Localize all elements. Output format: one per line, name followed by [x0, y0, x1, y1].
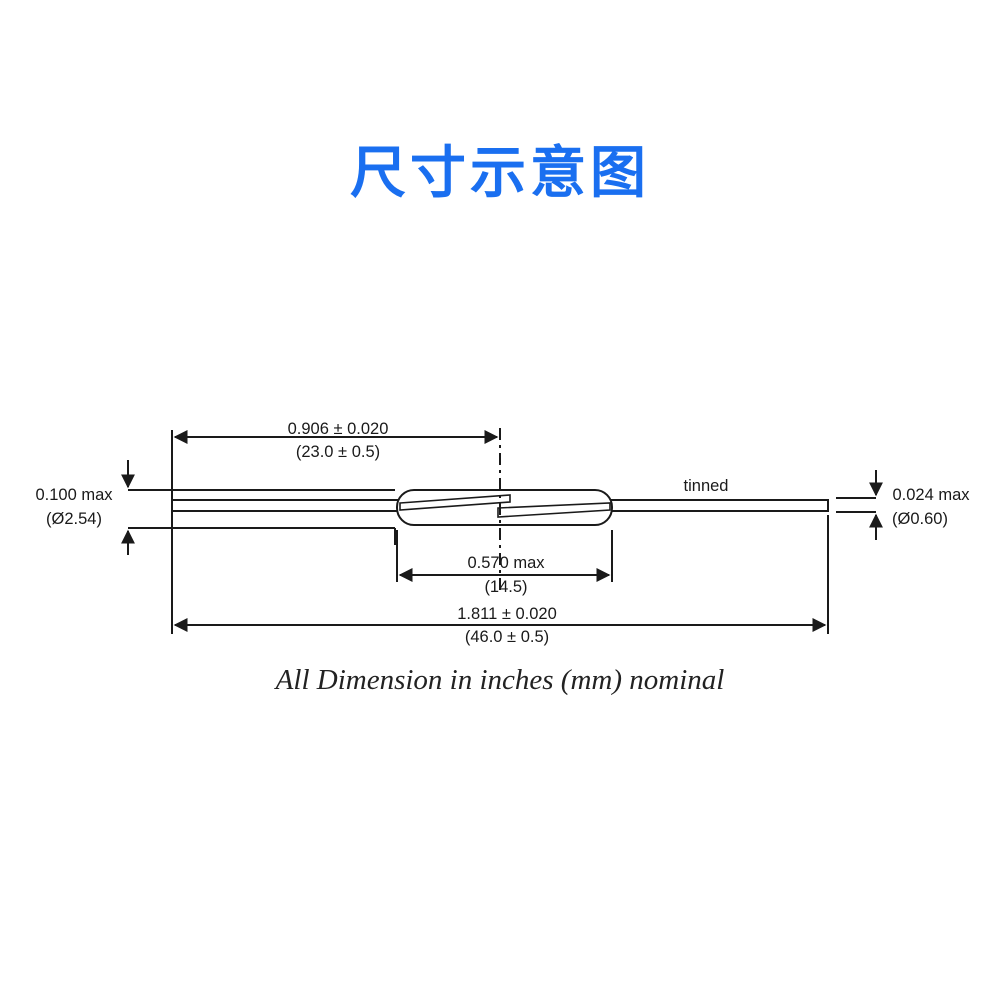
glass-diameter-mm: (Ø2.54) — [46, 510, 102, 528]
page-title: 尺寸示意图 — [350, 141, 650, 206]
glass-length-inch: 0.570 max — [467, 554, 545, 572]
overall-length-inch: 1.811 ± 0.020 — [457, 605, 557, 623]
left-lead — [171, 499, 401, 512]
footnote: All Dimension in inches (mm) nominal — [275, 664, 725, 696]
contact-length-inch: 0.906 ± 0.020 — [288, 420, 389, 438]
overall-length-mm: (46.0 ± 0.5) — [465, 628, 549, 646]
glass-diameter-inch: 0.100 max — [35, 486, 113, 504]
lead-note: tinned — [684, 477, 729, 495]
right-lead — [609, 499, 829, 512]
lead-diameter-mm: (Ø0.60) — [892, 510, 948, 528]
contact-length-mm: (23.0 ± 0.5) — [296, 443, 380, 461]
reed-contact-left — [399, 494, 511, 511]
reed-contact-right — [497, 502, 611, 518]
lead-diameter-inch: 0.024 max — [892, 486, 970, 504]
glass-length-mm: (14.5) — [484, 578, 527, 596]
